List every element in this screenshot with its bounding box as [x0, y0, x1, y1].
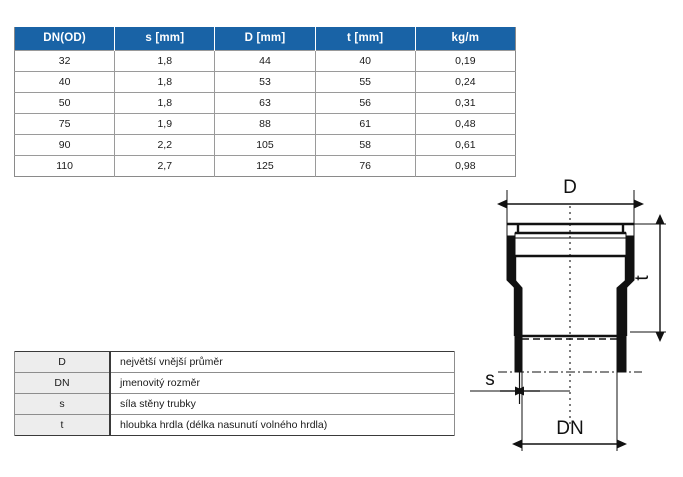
- cell-s: 2,2: [114, 134, 216, 156]
- cell-t: 61: [315, 113, 416, 135]
- cell-d: 125: [214, 155, 316, 177]
- table-row: 110 2,7 125 76 0,98: [14, 155, 516, 177]
- dimension-label-dn: DN: [556, 418, 583, 439]
- cell-dn-od: 40: [14, 71, 116, 93]
- legend-symbol-dn: DN: [14, 372, 111, 394]
- cell-dn-od: 32: [14, 50, 116, 72]
- cell-kg-per-m: 0,48: [415, 113, 516, 135]
- table-row: 40 1,8 53 55 0,24: [14, 71, 516, 93]
- cell-s: 1,8: [114, 50, 216, 72]
- list-item: t hloubka hrdla (délka nasunutí volného …: [14, 414, 455, 436]
- cell-t: 76: [315, 155, 416, 177]
- cell-d: 88: [214, 113, 316, 135]
- cell-kg-per-m: 0,98: [415, 155, 516, 177]
- cell-d: 105: [214, 134, 316, 156]
- collar-outline: [514, 232, 627, 257]
- column-header-kg-per-m: kg/m: [415, 27, 516, 51]
- cell-d: 44: [214, 50, 316, 72]
- table-row: 90 2,2 105 58 0,61: [14, 134, 516, 156]
- cell-kg-per-m: 0,61: [415, 134, 516, 156]
- legend-description-d: největší vnější průměr: [109, 351, 455, 373]
- pipe-body: [506, 224, 635, 373]
- dimension-s: s: [485, 364, 540, 404]
- cell-d: 53: [214, 71, 316, 93]
- legend-table-container: D největší vnější průměr DN jmenovitý ro…: [14, 351, 455, 436]
- dimension-d: D: [497, 177, 644, 209]
- list-item: D největší vnější průměr: [14, 351, 455, 373]
- socket-collar: [507, 222, 634, 338]
- legend-description-s: síla stěny trubky: [109, 393, 455, 415]
- legend-description-dn: jmenovitý rozměr: [109, 372, 455, 394]
- cell-t: 58: [315, 134, 416, 156]
- table-row: 50 1,8 63 56 0,31: [14, 92, 516, 114]
- list-item: s síla stěny trubky: [14, 393, 455, 415]
- dimension-label-d: D: [563, 177, 577, 198]
- dimension-dn: DN: [512, 418, 627, 449]
- cell-dn-od: 50: [14, 92, 116, 114]
- cell-t: 56: [315, 92, 416, 114]
- cell-kg-per-m: 0,31: [415, 92, 516, 114]
- list-item: DN jmenovitý rozměr: [14, 372, 455, 394]
- cell-kg-per-m: 0,24: [415, 71, 516, 93]
- legend-symbol-s: s: [14, 393, 111, 415]
- legend-description-t: hloubka hrdla (délka nasunutí volného hr…: [109, 414, 455, 436]
- column-header-s: s [mm]: [114, 27, 216, 51]
- cell-t: 40: [315, 50, 416, 72]
- cell-dn-od: 75: [14, 113, 116, 135]
- dimension-t: t: [632, 214, 665, 342]
- cell-dn-od: 90: [14, 134, 116, 156]
- cell-d: 63: [214, 92, 316, 114]
- column-header-dn-od: DN(OD): [14, 27, 116, 51]
- cell-t: 55: [315, 71, 416, 93]
- table-row: 75 1,9 88 61 0,48: [14, 113, 516, 135]
- dimension-label-s: s: [485, 369, 495, 390]
- cell-dn-od: 110: [14, 155, 116, 177]
- column-header-d: D [mm]: [214, 27, 316, 51]
- column-header-t: t [mm]: [315, 27, 416, 51]
- cell-s: 2,7: [114, 155, 216, 177]
- pipe-dimension-table: DN(OD) s [mm] D [mm] t [mm] kg/m 32 1,8 …: [14, 27, 516, 177]
- cell-s: 1,9: [114, 113, 216, 135]
- table-header-row: DN(OD) s [mm] D [mm] t [mm] kg/m: [14, 27, 516, 51]
- legend-symbol-t: t: [14, 414, 111, 436]
- table-row: 32 1,8 44 40 0,19: [14, 50, 516, 72]
- legend-symbol-d: D: [14, 351, 111, 373]
- pipe-cross-section-diagram: D t s DN: [470, 176, 680, 471]
- cell-s: 1,8: [114, 92, 216, 114]
- spec-table-container: DN(OD) s [mm] D [mm] t [mm] kg/m 32 1,8 …: [14, 27, 516, 177]
- dimension-label-t: t: [632, 275, 653, 281]
- witness-lines: [470, 190, 666, 451]
- cell-s: 1,8: [114, 71, 216, 93]
- cell-kg-per-m: 0,19: [415, 50, 516, 72]
- symbol-legend-table: D největší vnější průměr DN jmenovitý ro…: [14, 351, 455, 436]
